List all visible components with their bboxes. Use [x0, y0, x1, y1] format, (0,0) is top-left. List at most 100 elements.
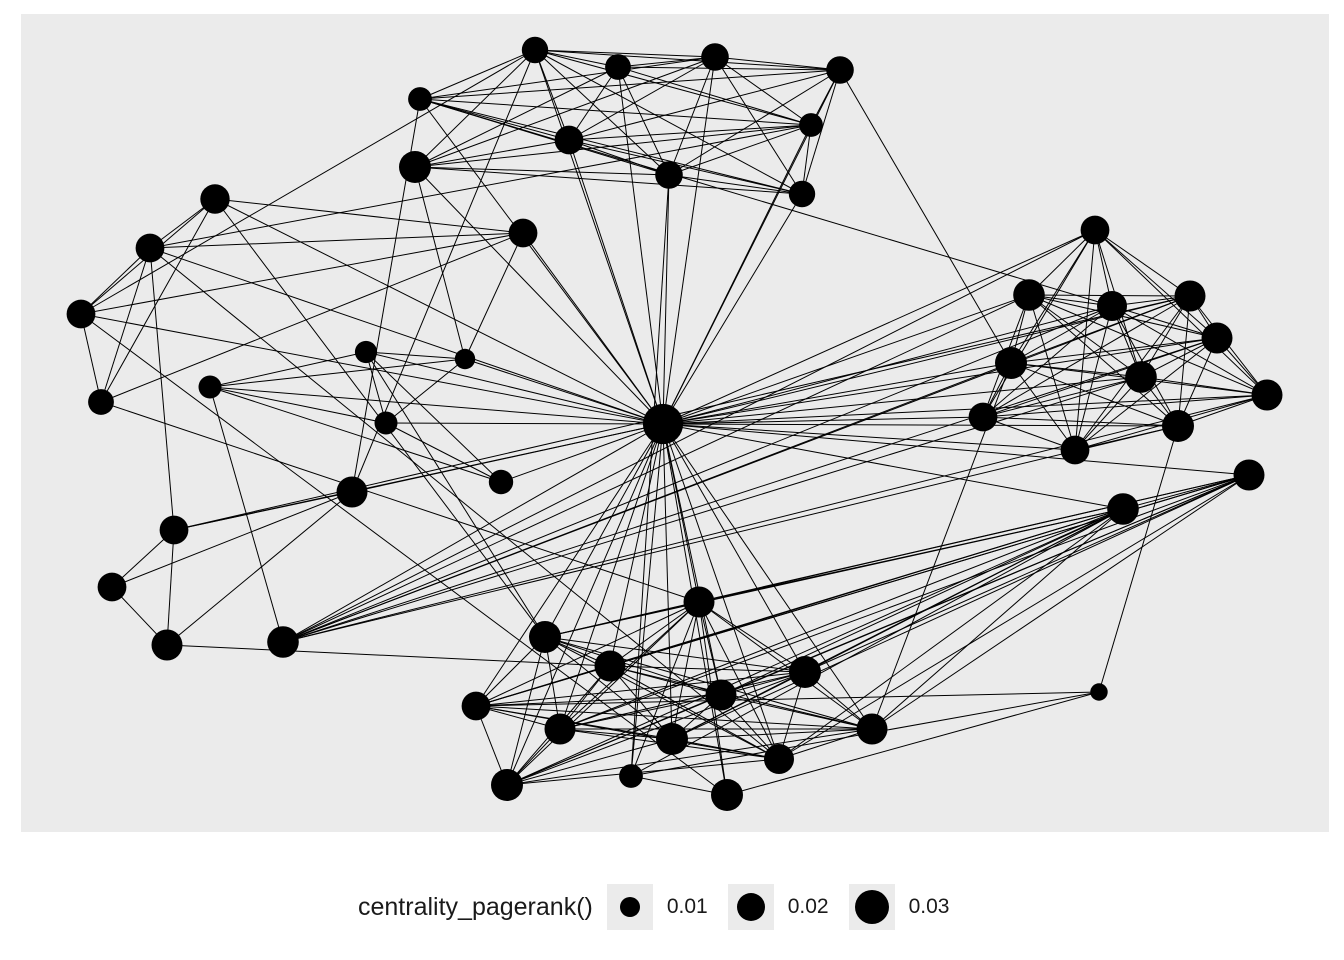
edge	[209, 386, 387, 424]
edge	[698, 601, 873, 730]
edge	[149, 247, 664, 425]
legend-title: centrality_pagerank()	[358, 892, 593, 921]
edge	[385, 422, 664, 425]
edge	[544, 601, 700, 638]
edge	[475, 601, 700, 707]
graph-node	[619, 764, 643, 788]
edge	[714, 56, 812, 126]
edge	[617, 56, 716, 68]
edge	[1074, 425, 1179, 451]
edge	[506, 728, 873, 786]
graph-node	[1097, 291, 1127, 321]
edge	[544, 636, 673, 740]
edge	[500, 423, 664, 483]
edge	[698, 601, 780, 760]
edge	[475, 705, 873, 730]
graph-node	[1174, 280, 1206, 312]
edge	[568, 139, 664, 425]
edge	[80, 313, 102, 403]
legend-dot-001	[619, 897, 640, 917]
legend-dot-002	[736, 893, 765, 921]
graph-node	[200, 184, 230, 214]
edge	[475, 636, 546, 707]
edge	[662, 337, 1218, 425]
edge	[419, 56, 716, 100]
edge	[982, 376, 1142, 418]
edge	[1094, 229, 1218, 339]
edge	[100, 232, 524, 403]
edge	[149, 247, 175, 531]
edge	[80, 313, 728, 796]
edge	[1028, 294, 1218, 339]
edge	[662, 56, 716, 425]
edge	[149, 247, 780, 760]
edge	[80, 247, 151, 315]
graph-node	[554, 125, 584, 155]
edge	[214, 198, 524, 234]
edge	[414, 166, 466, 360]
edge	[559, 474, 1250, 730]
graph-node	[701, 43, 729, 71]
edge	[506, 636, 546, 786]
edge	[166, 529, 175, 646]
edge	[1111, 305, 1268, 396]
edge	[209, 386, 502, 483]
edge	[1028, 294, 1268, 396]
edge	[568, 66, 619, 141]
edge	[1010, 305, 1113, 364]
edge	[506, 423, 664, 786]
edge	[414, 166, 664, 425]
edge	[778, 474, 1250, 760]
edge	[282, 229, 1096, 643]
graph-node	[856, 713, 888, 745]
legend-key-003	[848, 884, 895, 930]
edge	[662, 423, 780, 760]
edge	[534, 49, 803, 195]
graph-node	[764, 744, 794, 774]
graph-node	[1162, 410, 1194, 442]
edge	[662, 423, 1124, 510]
graph-node	[461, 691, 491, 721]
edge	[559, 671, 806, 730]
edge	[568, 69, 841, 141]
edge	[568, 124, 812, 141]
edge	[100, 247, 151, 403]
edge	[617, 66, 812, 126]
graph-node	[789, 656, 821, 688]
edge	[839, 69, 1012, 364]
graph-node	[1090, 683, 1108, 701]
edge	[982, 337, 1218, 418]
edge	[365, 351, 466, 360]
edge	[801, 69, 841, 195]
graph-node	[594, 650, 626, 682]
graph-node	[399, 151, 431, 183]
edge	[282, 423, 664, 643]
edge	[419, 69, 841, 100]
graph-node	[1201, 322, 1233, 354]
edge	[1010, 295, 1191, 364]
edge	[630, 423, 664, 777]
edge	[630, 601, 700, 777]
graph-node	[508, 218, 538, 248]
graph-node	[159, 515, 189, 545]
graph-node	[529, 621, 561, 653]
graph-node	[799, 113, 823, 137]
graph-node	[826, 56, 854, 84]
edge	[662, 294, 1030, 425]
edge	[1094, 229, 1191, 297]
edge	[506, 508, 1124, 786]
edge	[662, 423, 1076, 451]
graph-node	[521, 36, 549, 64]
edge	[720, 694, 873, 730]
edge	[630, 174, 670, 777]
edge	[662, 423, 1179, 427]
edge	[209, 386, 664, 425]
edge	[671, 728, 873, 740]
edge	[506, 601, 700, 786]
edge	[419, 98, 1113, 307]
edge	[609, 665, 780, 760]
graph-node	[683, 586, 715, 618]
edge	[609, 665, 873, 730]
edge	[671, 474, 1250, 740]
graph-node	[1013, 279, 1045, 311]
